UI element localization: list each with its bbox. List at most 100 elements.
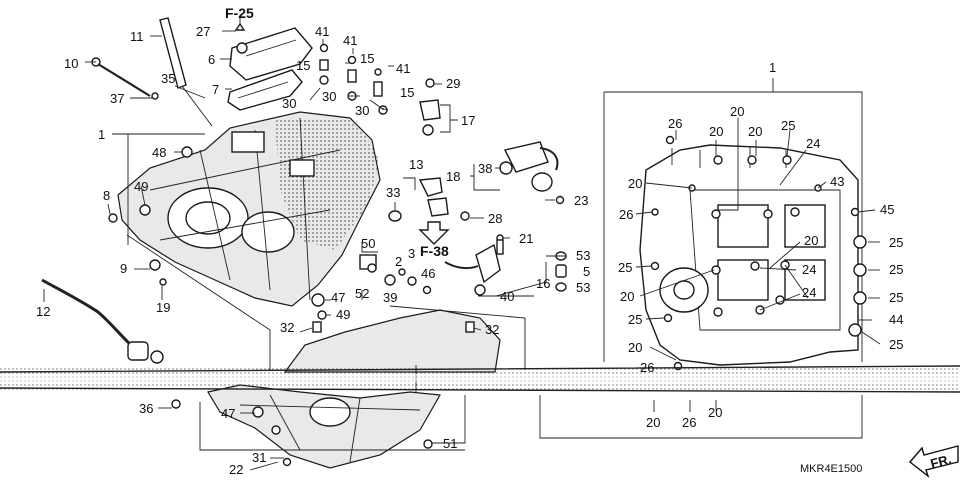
- callout-25: 25: [618, 260, 632, 275]
- hose: [41, 278, 164, 364]
- callout-25: 25: [889, 235, 903, 250]
- callout-48: 48: [152, 145, 166, 160]
- crankcase-upper: [117, 111, 381, 307]
- callout-28: 28: [488, 211, 502, 226]
- callout-26: 26: [668, 116, 682, 131]
- callout-8: 8: [103, 188, 110, 203]
- callout-50: 50: [361, 236, 375, 251]
- callout-9: 9: [120, 261, 127, 276]
- callout-1: 1: [98, 127, 105, 142]
- dipstick: [159, 17, 213, 127]
- callout-47: 47: [331, 290, 345, 305]
- callout-20: 20: [628, 340, 642, 355]
- callout-5: 5: [583, 264, 590, 279]
- callout-30: 30: [322, 89, 336, 104]
- callout-31: 31: [252, 450, 266, 465]
- callout-20: 20: [646, 415, 660, 430]
- callout-7: 7: [212, 82, 219, 97]
- callout-11: 11: [130, 29, 144, 44]
- callout-26: 26: [640, 360, 654, 375]
- f38-arrow: [418, 221, 450, 245]
- callout-30: 30: [355, 103, 369, 118]
- callout-15: 15: [296, 58, 310, 73]
- o-rings: [555, 251, 567, 292]
- callout-43: 43: [830, 174, 844, 189]
- callout-26: 26: [619, 207, 633, 222]
- callout-47: 47: [221, 406, 235, 421]
- callout-41: 41: [315, 24, 329, 39]
- front-arrow: FR.: [908, 445, 959, 478]
- callout-1: 1: [769, 60, 776, 75]
- callout-49: 49: [336, 307, 350, 322]
- callout-20: 20: [748, 124, 762, 139]
- crankcase-detail-panel: [539, 78, 863, 439]
- callout-40: 40: [500, 289, 514, 304]
- callout-36: 36: [139, 401, 153, 416]
- callout-25: 25: [889, 290, 903, 305]
- callout-23: 23: [574, 193, 588, 208]
- top-fasteners: [108, 43, 475, 467]
- leader-lines-right: [635, 118, 881, 412]
- callout-41: 41: [343, 33, 357, 48]
- callout-38: 38: [478, 161, 492, 176]
- callout-24: 24: [802, 285, 816, 300]
- callout-27: 27: [196, 24, 210, 39]
- callout-16: 16: [536, 276, 550, 291]
- callout-39: 39: [383, 290, 397, 305]
- callout-25: 25: [889, 262, 903, 277]
- callout-20: 20: [628, 176, 642, 191]
- ref-f38: F-38: [420, 243, 449, 259]
- callout-12: 12: [36, 304, 50, 319]
- callout-41: 41: [396, 61, 410, 76]
- callout-20: 20: [708, 405, 722, 420]
- callout-52: 52: [355, 286, 369, 301]
- ref-f25: F-25: [225, 5, 254, 21]
- callout-20: 20: [804, 233, 818, 248]
- breather-cover: [227, 27, 313, 111]
- f25-arrow: [234, 22, 246, 31]
- callout-53: 53: [576, 280, 590, 295]
- callout-21: 21: [519, 231, 533, 246]
- callout-22: 22: [229, 462, 243, 477]
- callout-24: 24: [806, 136, 820, 151]
- callout-44: 44: [889, 312, 903, 327]
- callout-32: 32: [485, 322, 499, 337]
- callout-18: 18: [446, 169, 460, 184]
- fr-arrow-label: FR.: [929, 451, 953, 471]
- callout-45: 45: [880, 202, 894, 217]
- callout-29: 29: [446, 76, 460, 91]
- callout-labels: F-25 F-38 MKR4E1500 1 1 2 3 5 6 7 8 9 10…: [36, 5, 903, 477]
- callout-37: 37: [110, 91, 124, 106]
- callout-26: 26: [682, 415, 696, 430]
- callout-20: 20: [620, 289, 634, 304]
- callout-10: 10: [64, 56, 78, 71]
- callout-30: 30: [282, 96, 296, 111]
- callout-46: 46: [421, 266, 435, 281]
- callout-51: 51: [443, 436, 457, 451]
- callout-20: 20: [730, 104, 744, 119]
- sensor-cluster: [359, 177, 504, 296]
- callout-25: 25: [889, 337, 903, 352]
- callout-15: 15: [360, 51, 374, 66]
- callout-15: 15: [400, 85, 414, 100]
- callout-20: 20: [709, 124, 723, 139]
- callout-3: 3: [408, 246, 415, 261]
- callout-19: 19: [156, 300, 170, 315]
- diagram-code: MKR4E1500: [800, 463, 862, 475]
- callout-2: 2: [395, 254, 402, 269]
- leader-lines-left: [43, 18, 566, 471]
- callout-17: 17: [461, 113, 475, 128]
- callout-6: 6: [208, 52, 215, 67]
- callout-53: 53: [576, 248, 590, 263]
- callout-35: 35: [161, 71, 175, 86]
- crankcase-lower: [207, 309, 501, 469]
- callout-25: 25: [628, 312, 642, 327]
- callout-25: 25: [781, 118, 795, 133]
- callout-24: 24: [802, 262, 816, 277]
- solenoid-assembly: [499, 141, 565, 205]
- noise-band: [0, 365, 960, 393]
- callout-32: 32: [280, 320, 294, 335]
- callout-13: 13: [409, 157, 423, 172]
